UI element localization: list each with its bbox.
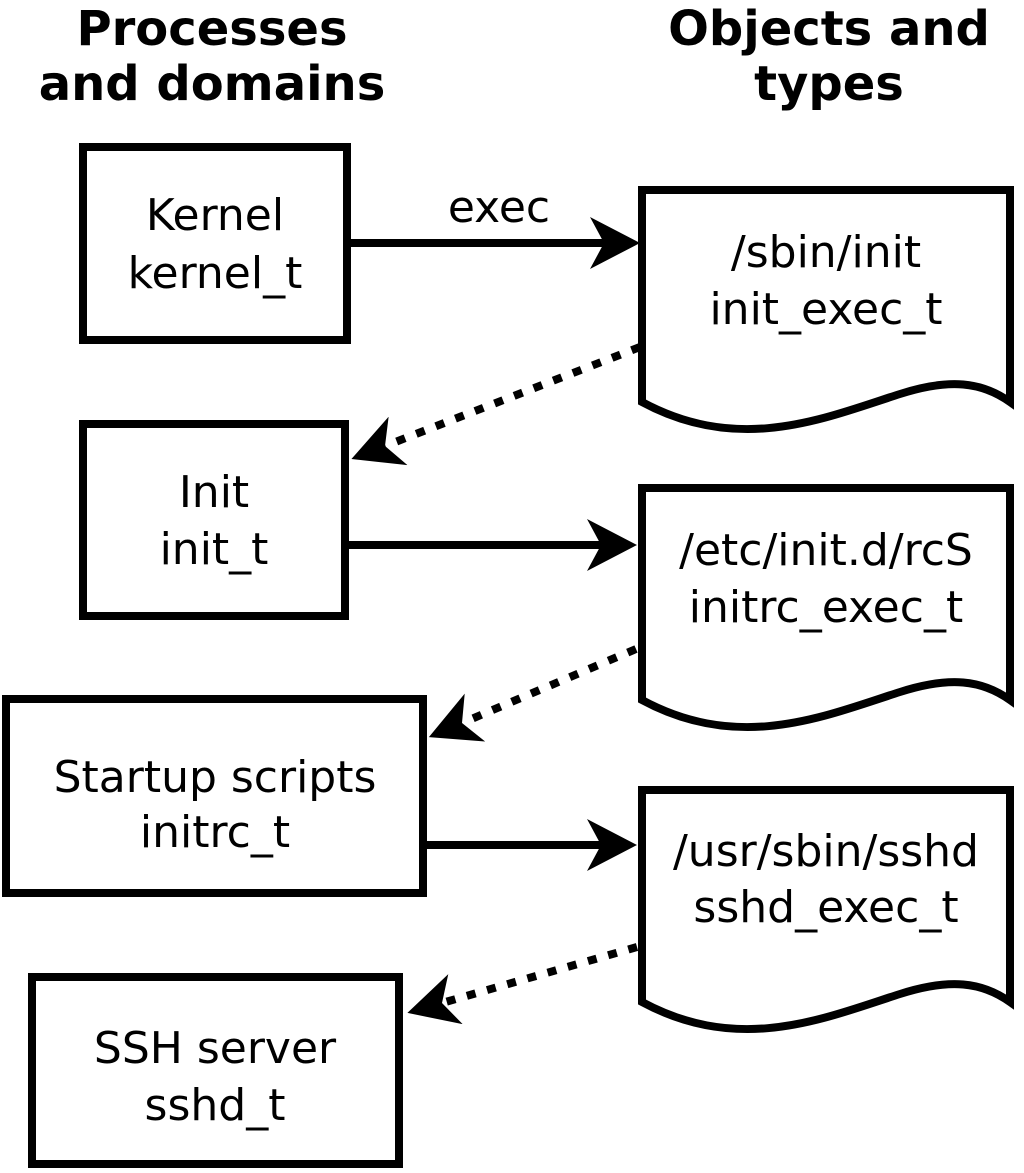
ssh-server-box (28, 973, 403, 1168)
etc-initd-rcs-doc (638, 484, 1014, 732)
exec-arrow-label: exec (448, 182, 550, 233)
kernel-box-type: kernel_t (128, 248, 303, 299)
transition-arrow-sshd-exec-to-sshd (407, 943, 639, 1025)
kernel-box (79, 143, 351, 344)
sbin-init-doc-type: init_exec_t (709, 284, 942, 335)
usr-sbin-sshd-doc-path: /usr/sbin/sshd (673, 826, 979, 877)
init-box (79, 420, 349, 620)
kernel-box-label: Kernel (146, 190, 284, 241)
init-box-label: Init (179, 467, 249, 518)
transition-arrow-initrc-exec-to-initrc (428, 645, 638, 742)
ssh-server-box-label: SSH server (94, 1023, 337, 1074)
left-column-header-line1: Processes (76, 1, 347, 57)
startup-scripts-box-label: Startup scripts (54, 752, 377, 803)
left-column-header-line2: and domains (39, 56, 386, 112)
init-box-type: init_t (160, 524, 269, 575)
etc-initd-rcs-doc-path: /etc/init.d/rcS (679, 525, 973, 576)
etc-initd-rcs-doc-type: initrc_exec_t (689, 582, 963, 633)
right-column-header-line2: types (754, 56, 904, 112)
sbin-init-doc (638, 186, 1014, 434)
startup-scripts-box (2, 695, 427, 897)
usr-sbin-sshd-doc-type: sshd_exec_t (693, 882, 958, 933)
startup-scripts-box-type: initrc_t (140, 807, 290, 858)
transition-arrow-init-exec-to-init (351, 343, 642, 466)
sbin-init-doc-path: /sbin/init (731, 227, 921, 278)
right-column-header-line1: Objects and (668, 1, 990, 57)
ssh-server-box-type: sshd_t (145, 1080, 286, 1131)
usr-sbin-sshd-doc (638, 786, 1014, 1034)
